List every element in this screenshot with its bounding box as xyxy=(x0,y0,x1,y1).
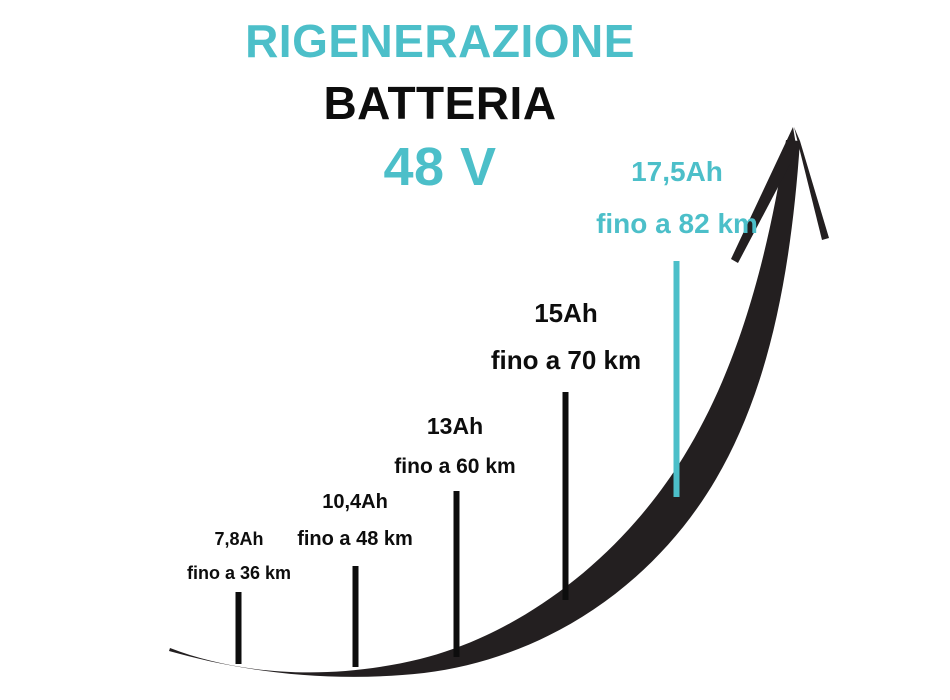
step-capacity-15ah: 15Ah xyxy=(534,298,598,328)
step-label-17-5ah: 17,5Ah fino a 82 km xyxy=(524,158,830,238)
step-label-13ah: 13Ah fino a 60 km xyxy=(332,413,578,478)
step-label-10-4ah: 10,4Ah fino a 48 km xyxy=(232,492,478,549)
step-range-15ah: fino a 70 km xyxy=(490,345,642,375)
step-stem-13ah xyxy=(453,491,460,657)
step-stem-17-5ah xyxy=(673,261,680,497)
growth-arrow-barb-left xyxy=(731,127,797,263)
step-label-15ah: 15Ah fino a 70 km xyxy=(430,300,702,373)
step-stem-7-8ah xyxy=(235,592,242,664)
step-range-17-5ah: fino a 82 km xyxy=(596,208,758,239)
step-stem-10-4ah xyxy=(352,566,359,667)
step-range-7-8ah: fino a 36 km xyxy=(186,563,292,583)
step-range-13ah: fino a 60 km xyxy=(394,455,516,478)
growth-arrow-shaft xyxy=(169,140,800,677)
step-capacity-13ah: 13Ah xyxy=(426,413,484,439)
step-label-7-8ah: 7,8Ah fino a 36 km xyxy=(116,530,362,582)
growth-arrow-barb-right xyxy=(794,127,829,240)
step-stem-15ah xyxy=(562,392,569,600)
step-capacity-7-8ah: 7,8Ah xyxy=(214,529,264,549)
step-capacity-10-4ah: 10,4Ah xyxy=(322,491,388,513)
step-capacity-17-5ah: 17,5Ah xyxy=(631,156,723,187)
step-range-10-4ah: fino a 48 km xyxy=(297,528,413,550)
